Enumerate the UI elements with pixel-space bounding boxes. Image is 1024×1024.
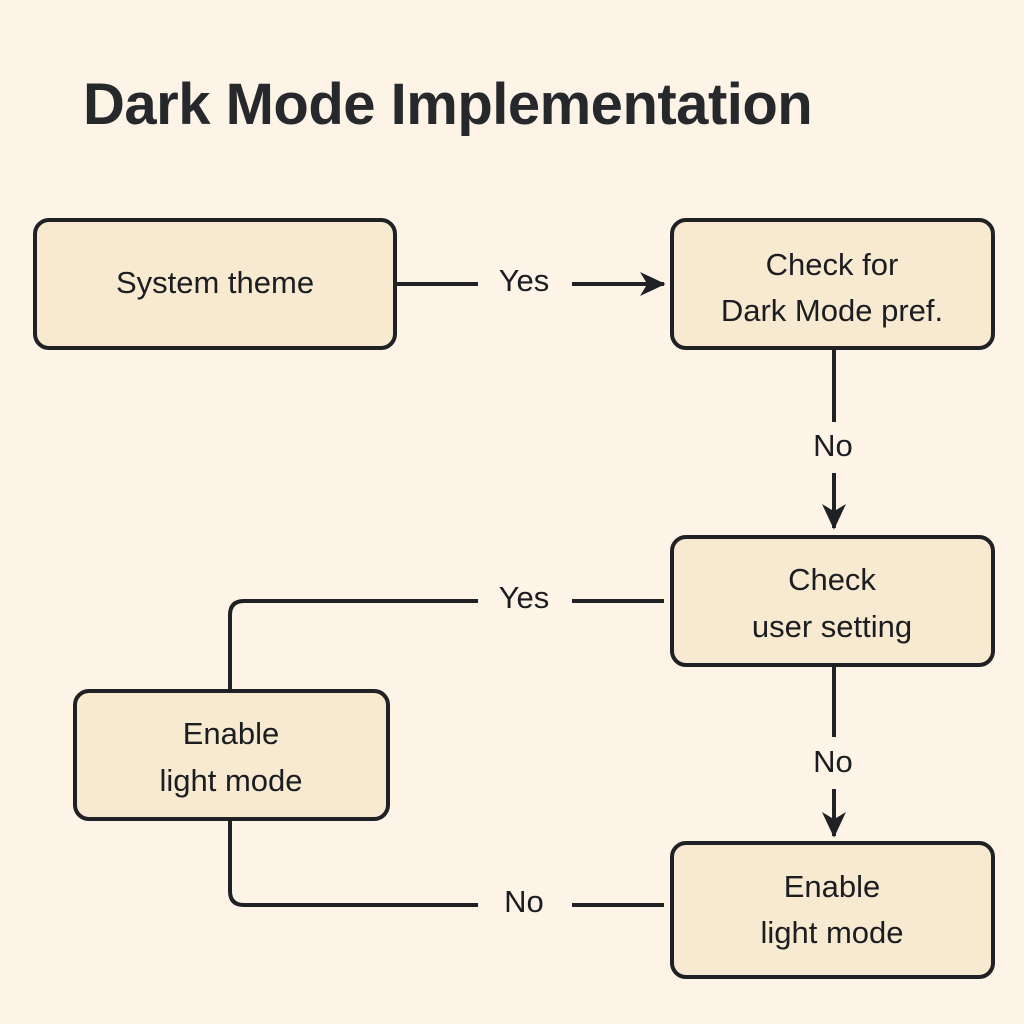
edge-label-no-3: No bbox=[504, 884, 544, 919]
node-system-theme-label-line-1: System theme bbox=[116, 265, 314, 300]
edge-label-yes-2: Yes bbox=[499, 580, 550, 615]
node-enable-light-mode-bottom-label-line-2: light mode bbox=[760, 915, 903, 950]
node-enable-light-mode-bottom-shape[interactable] bbox=[670, 841, 995, 979]
node-system-theme[interactable]: System theme bbox=[33, 218, 397, 350]
edge-label-no-1: No bbox=[813, 428, 853, 463]
node-enable-light-mode-left-shape[interactable] bbox=[73, 689, 390, 821]
edge-check-user-setting-to-enable-light-bottom: No bbox=[813, 665, 853, 838]
node-check-dark-mode-pref[interactable]: Check for Dark Mode pref. bbox=[670, 218, 995, 350]
node-system-theme-shape[interactable] bbox=[33, 218, 397, 350]
node-check-user-setting-label-line-1: Check bbox=[788, 562, 876, 597]
node-enable-light-mode-left-label-line-1: Enable bbox=[183, 716, 280, 751]
node-check-user-setting[interactable]: Check user setting bbox=[670, 535, 995, 667]
node-enable-light-mode-bottom[interactable]: Enable light mode bbox=[670, 841, 995, 979]
node-check-user-setting-shape[interactable] bbox=[670, 535, 995, 667]
edge-system-theme-to-check-pref: Yes bbox=[395, 263, 666, 298]
edge-check-user-setting-to-enable-light-left: Yes bbox=[228, 580, 664, 689]
node-enable-light-mode-left-label-line-2: light mode bbox=[159, 763, 302, 798]
node-enable-light-mode-left[interactable]: Enable light mode bbox=[73, 689, 390, 821]
node-check-dark-mode-pref-shape[interactable] bbox=[670, 218, 995, 350]
edge-label-no-2: No bbox=[813, 744, 853, 779]
page-title: Dark Mode Implementation bbox=[83, 72, 812, 137]
edge-enable-light-left-to-enable-light-bottom: No bbox=[228, 820, 664, 919]
edge-label-yes-1: Yes bbox=[499, 263, 550, 298]
node-check-dark-mode-pref-label-line-1: Check for bbox=[766, 247, 899, 282]
node-check-dark-mode-pref-label-line-2: Dark Mode pref. bbox=[721, 293, 943, 328]
edge-segment-elbow bbox=[228, 599, 478, 689]
node-check-user-setting-label-line-2: user setting bbox=[752, 609, 912, 644]
edge-check-pref-to-check-user-setting: No bbox=[813, 348, 853, 530]
edge-segment-elbow bbox=[228, 820, 478, 907]
node-enable-light-mode-bottom-label-line-1: Enable bbox=[784, 869, 881, 904]
